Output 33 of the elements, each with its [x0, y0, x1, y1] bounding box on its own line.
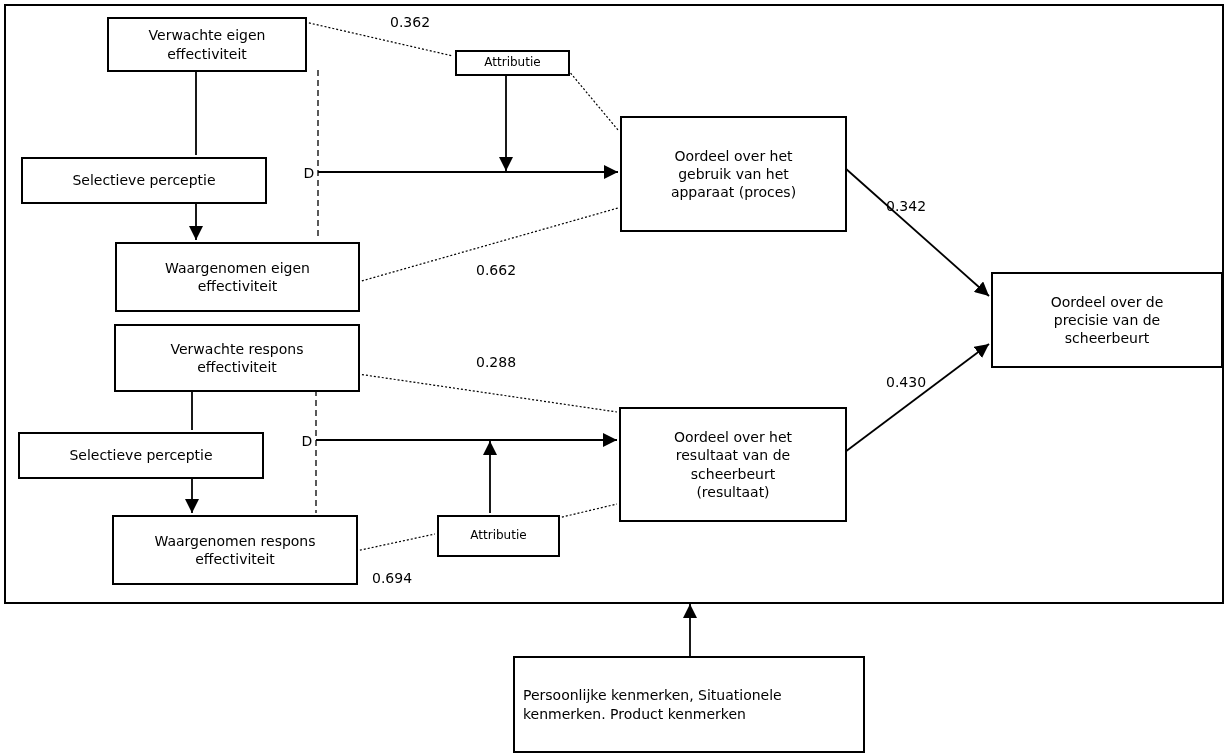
edge-label: 0.342 — [885, 198, 928, 216]
connector-line — [195, 69, 197, 156]
process-box: Verwachte respons effectiviteit — [114, 324, 360, 392]
node-label: D — [298, 162, 320, 184]
process-box: Selectieve perceptie — [21, 157, 267, 204]
arrow — [844, 343, 990, 453]
process-box: Oordeel over het gebruik van het apparaat (proces) — [620, 116, 847, 232]
edge-label: 0.430 — [885, 374, 928, 392]
arrow — [483, 440, 497, 514]
process-box: Persoonlijke kenmerken, Situationele kenmerken. Product kenmerken — [513, 656, 865, 753]
edge-label: 0.288 — [475, 354, 518, 372]
process-box: Verwachte eigen effectiviteit — [107, 17, 307, 72]
node-label: D — [296, 430, 318, 452]
process-box: Attributie — [455, 50, 570, 76]
process-box: Oordeel over de precisie van de scheerbeurt — [991, 272, 1223, 368]
arrow — [317, 165, 619, 179]
arrow — [844, 167, 990, 297]
frame-box — [4, 4, 1224, 604]
process-box: Waargenomen eigen effectiviteit — [115, 242, 360, 312]
edge-label: 0.662 — [475, 262, 518, 280]
process-box: Waargenomen respons effectiviteit — [112, 515, 358, 585]
arrow — [189, 201, 203, 241]
arrow — [315, 433, 618, 447]
dashed-line — [315, 389, 317, 514]
arrow — [185, 476, 199, 514]
edge-label: 0.694 — [371, 570, 414, 588]
process-box: Oordeel over het resultaat van de scheerbeurt (resultaat) — [619, 407, 847, 522]
connector-line — [191, 389, 193, 431]
process-box: Attributie — [437, 515, 560, 557]
arrow — [683, 603, 697, 657]
process-box: Selectieve perceptie — [18, 432, 264, 479]
arrow — [499, 73, 513, 172]
edge-label: 0.362 — [389, 14, 432, 32]
